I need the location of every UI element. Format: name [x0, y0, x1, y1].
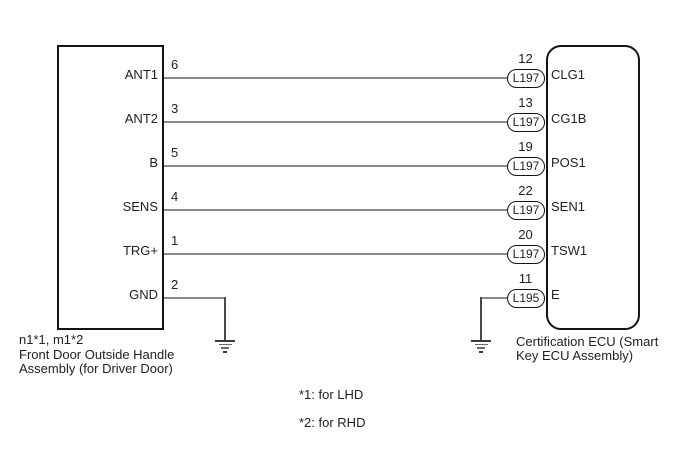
left-pin-label: TRG+ — [122, 243, 158, 258]
ground-icon — [215, 340, 235, 354]
left-component-code: n1*1, m1*2 — [19, 332, 84, 347]
wire — [164, 165, 507, 167]
left-pin-label: GND — [129, 287, 158, 302]
left-pin-label: B — [149, 155, 158, 170]
left-component-box — [57, 45, 164, 330]
right-pin-label: CG1B — [551, 111, 587, 126]
left-pin-number: 1 — [171, 233, 179, 248]
left-pin-number: 2 — [171, 277, 179, 292]
wire — [164, 77, 507, 79]
connector-code: L195 — [507, 289, 545, 308]
right-component-caption: Certification ECU (Smart Key ECU Assembl… — [516, 334, 659, 364]
right-pin-number: 13 — [518, 95, 533, 110]
connector-code: L197 — [507, 113, 545, 132]
right-pin-number: 12 — [518, 51, 533, 66]
right-pin-label: POS1 — [551, 155, 586, 170]
right-pin-number: 20 — [518, 227, 533, 242]
connector-code: L197 — [507, 245, 545, 264]
left-component-caption: Front Door Outside Handle Assembly (for … — [19, 347, 175, 377]
wire — [481, 297, 507, 299]
left-pin-number: 4 — [171, 189, 179, 204]
note-rhd: *2: for RHD — [299, 415, 366, 430]
left-pin-number: 3 — [171, 101, 179, 116]
left-pin-label: SENS — [122, 199, 158, 214]
ground-icon — [471, 340, 491, 354]
right-pin-number: 11 — [518, 271, 533, 286]
note-lhd: *1: for LHD — [299, 387, 364, 402]
right-pin-label: E — [551, 287, 560, 302]
ground-bar — [223, 350, 227, 353]
right-pin-number: 19 — [518, 139, 533, 154]
right-pin-label: CLG1 — [551, 67, 585, 82]
left-pin-number: 6 — [171, 57, 179, 72]
connector-code: L197 — [507, 157, 545, 176]
wire — [164, 297, 225, 299]
left-pin-label: ANT1 — [124, 67, 158, 82]
ground-bar — [221, 347, 229, 350]
right-component-box — [546, 45, 640, 330]
left-pin-number: 5 — [171, 145, 179, 160]
wire-drop — [480, 297, 482, 340]
right-pin-label: SEN1 — [551, 199, 585, 214]
connector-code: L197 — [507, 201, 545, 220]
right-pin-number: 22 — [518, 183, 533, 198]
wire — [164, 253, 507, 255]
ground-bar — [471, 340, 491, 342]
right-pin-label: TSW1 — [551, 243, 588, 258]
ground-bar — [474, 343, 488, 346]
ground-bar — [215, 340, 235, 342]
connector-code: L197 — [507, 69, 545, 88]
wire-drop — [223, 297, 226, 340]
ground-bar — [218, 343, 232, 346]
wire — [164, 209, 507, 211]
left-pin-label: ANT2 — [124, 111, 158, 126]
ground-bar — [479, 350, 483, 353]
wire — [164, 121, 507, 123]
ground-bar — [477, 347, 485, 350]
